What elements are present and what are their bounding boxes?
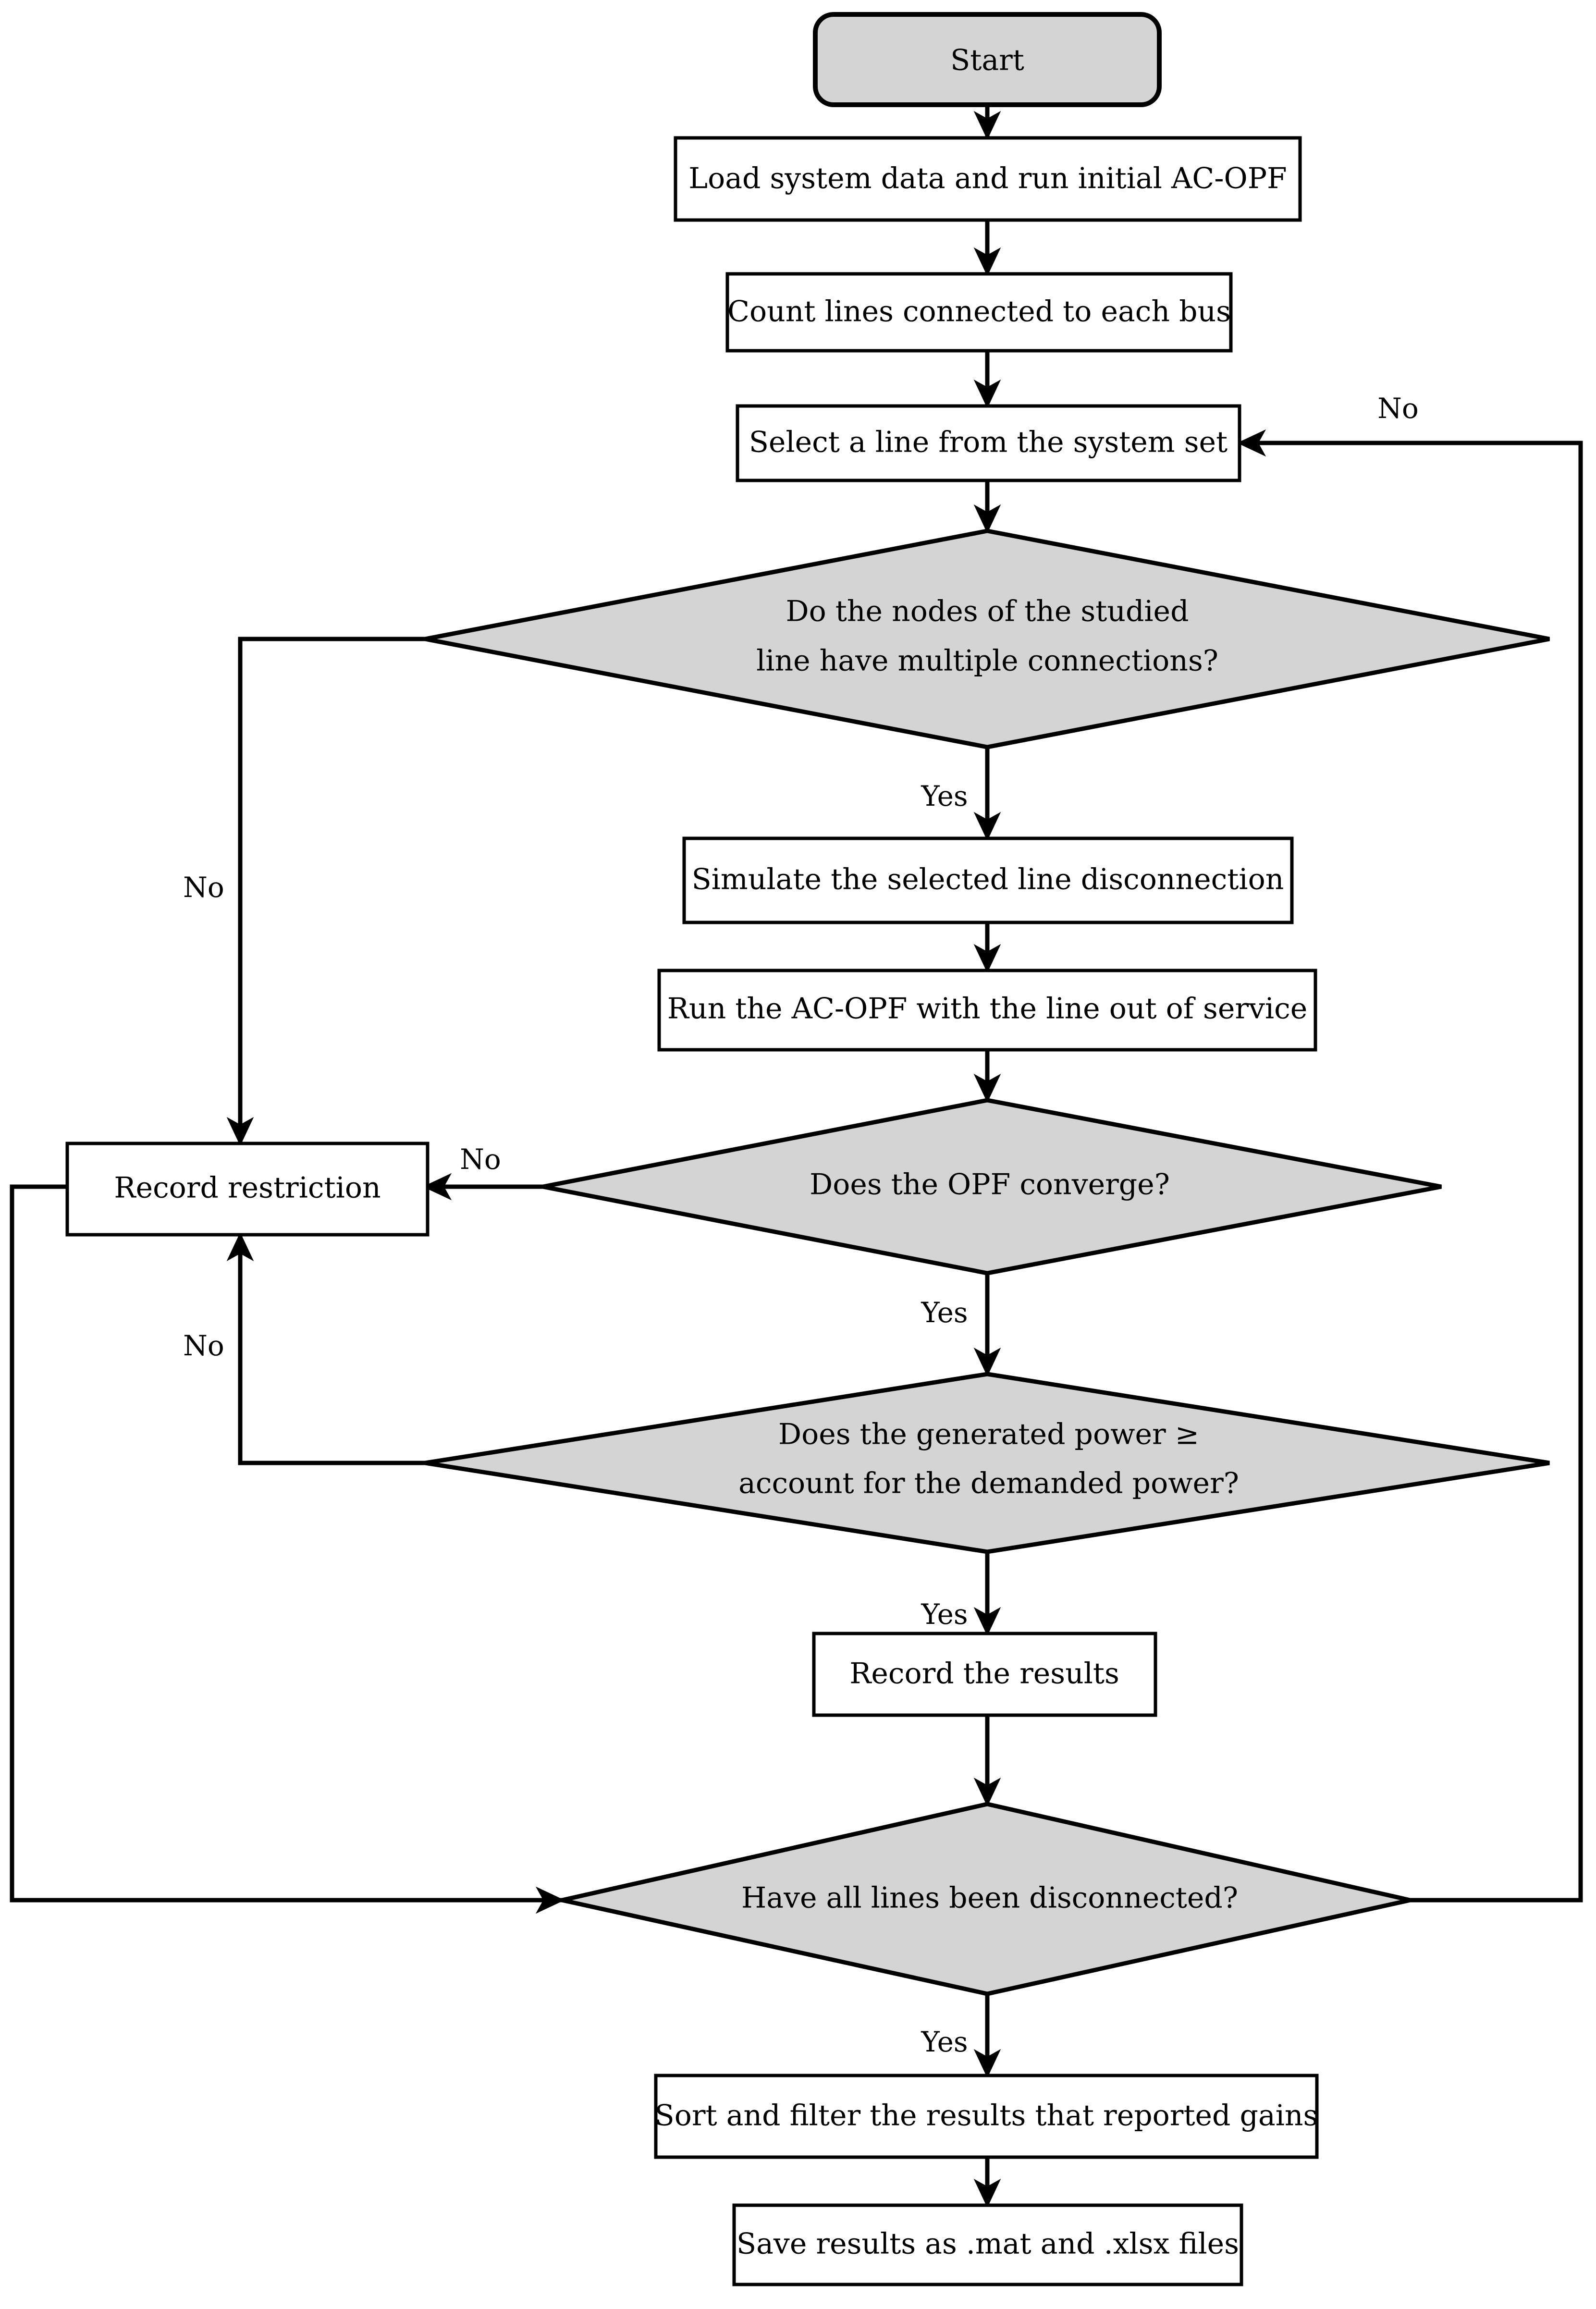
- edge-label-nodes-yes: Yes: [921, 780, 968, 812]
- edge-label-converge-yes: Yes: [921, 1296, 968, 1329]
- node-count-lines[interactable]: Count lines connected to each bus: [725, 272, 1233, 353]
- node-simulate[interactable]: Simulate the selected line disconnection: [682, 836, 1294, 924]
- node-decision-converge-label: Does the OPF converge?: [810, 1168, 1170, 1202]
- edge-nodes-no-to-record-restriction: [226, 637, 425, 1146]
- node-decision-nodes-line2: line have multiple connections?: [756, 644, 1218, 678]
- node-decision-power-line2: account for the demanded power?: [738, 1467, 1239, 1500]
- node-start[interactable]: Start: [813, 12, 1162, 107]
- node-load-data[interactable]: Load system data and run initial AC-OPF: [674, 136, 1302, 222]
- edge-label-nodes-no: No: [183, 871, 224, 904]
- node-load-data-label: Load system data and run initial AC-OPF: [688, 162, 1287, 196]
- edge-label-power-yes: Yes: [921, 1598, 968, 1631]
- node-run-acopf[interactable]: Run the AC-OPF with the line out of serv…: [657, 969, 1317, 1052]
- node-decision-all-lines-label: Have all lines been disconnected?: [741, 1881, 1238, 1915]
- node-start-label: Start: [950, 44, 1024, 77]
- edge-power-no-to-record-restriction: [226, 1232, 425, 1465]
- node-decision-nodes[interactable]: Do the nodes of the studied line have mu…: [425, 528, 1550, 749]
- node-sort-filter-label: Sort and filter the results that reporte…: [655, 2099, 1318, 2133]
- node-save-results[interactable]: Save results as .mat and .xlsx files: [732, 2203, 1243, 2286]
- edge-label-power-no: No: [183, 1329, 224, 1362]
- node-select-line[interactable]: Select a line from the system set: [736, 404, 1241, 482]
- node-record-restriction[interactable]: Record restriction: [65, 1142, 430, 1237]
- edge-label-converge-no: No: [460, 1143, 501, 1176]
- node-decision-converge[interactable]: Does the OPF converge?: [542, 1098, 1442, 1276]
- node-record-results[interactable]: Record the results: [812, 1632, 1157, 1717]
- node-decision-all-lines[interactable]: Have all lines been disconnected?: [562, 1802, 1411, 1996]
- node-decision-power-line1: Does the generated power ≥: [778, 1418, 1199, 1451]
- node-record-results-label: Record the results: [849, 1657, 1119, 1691]
- edge-label-all-lines-no: No: [1377, 392, 1419, 425]
- node-record-restriction-label: Record restriction: [114, 1171, 381, 1205]
- node-save-results-label: Save results as .mat and .xlsx files: [737, 2227, 1239, 2261]
- node-sort-filter[interactable]: Sort and filter the results that reporte…: [654, 2074, 1319, 2159]
- edge-all-lines-no-to-select-line: [1237, 429, 1583, 1903]
- node-count-lines-label: Count lines connected to each bus: [727, 295, 1231, 329]
- node-simulate-label: Simulate the selected line disconnection: [692, 863, 1284, 897]
- node-decision-power[interactable]: Does the generated power ≥ account for t…: [425, 1372, 1550, 1554]
- node-decision-nodes-line1: Do the nodes of the studied: [786, 595, 1189, 628]
- edge-record-restriction-to-decision-all: [10, 1184, 565, 1914]
- node-run-acopf-label: Run the AC-OPF with the line out of serv…: [667, 992, 1307, 1026]
- edge-label-all-lines-yes: Yes: [921, 2026, 968, 2058]
- node-select-line-label: Select a line from the system set: [749, 426, 1228, 459]
